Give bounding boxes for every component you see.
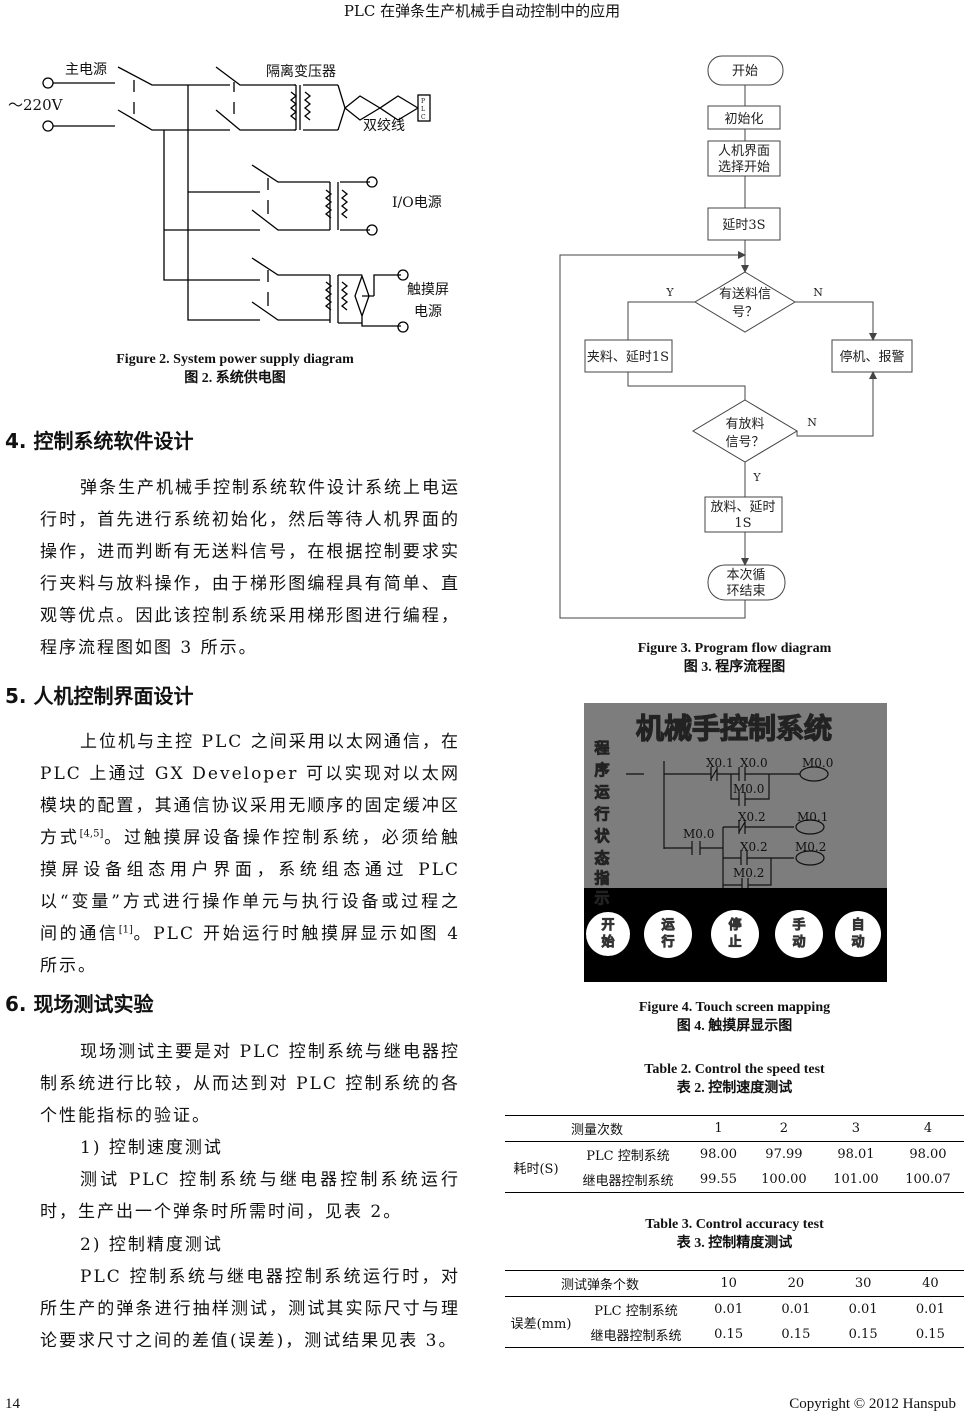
svg-text:X0.0: X0.0	[740, 756, 768, 770]
svg-text:手: 手	[792, 917, 805, 933]
svg-text:指: 指	[594, 869, 609, 887]
citation-4-5[interactable]: [4,5]	[79, 828, 104, 840]
svg-text:有送料信: 有送料信	[719, 287, 771, 302]
label-touch-power: 触摸屏	[407, 282, 449, 298]
svg-text:序: 序	[594, 761, 609, 779]
svg-text:运: 运	[661, 918, 674, 933]
svg-text:Y: Y	[752, 471, 761, 484]
svg-text:动: 动	[851, 935, 864, 950]
section-4-heading: 4. 控制系统软件设计	[5, 429, 194, 453]
page-number: 14	[5, 1396, 20, 1412]
run-button[interactable]	[644, 910, 692, 958]
subsection-speed-test: 1) 控制速度测试	[80, 1138, 223, 1158]
svg-text:X0.2: X0.2	[740, 840, 768, 854]
svg-text:自: 自	[851, 917, 864, 933]
svg-text:N: N	[807, 416, 817, 429]
figure-2-caption: Figure 2. System power supply diagram 图 …	[116, 352, 354, 386]
svg-text:M0.2: M0.2	[795, 840, 826, 854]
svg-text:有放料: 有放料	[725, 417, 764, 432]
svg-text:开始: 开始	[732, 64, 758, 79]
svg-text:止: 止	[728, 934, 741, 950]
svg-text:电源: 电源	[414, 304, 442, 320]
ladder-diagram	[626, 761, 829, 888]
power-supply-diagram: 主电源 ～220V 隔离变压器 双绞线 I/O电源 触摸屏 电源 P L C	[8, 62, 449, 333]
svg-text:C: C	[421, 114, 426, 121]
svg-text:M0.1: M0.1	[797, 810, 828, 824]
table-3-caption: Table 3. Control accuracy test 表 3. 控制精度…	[645, 1217, 824, 1251]
flow-hmi	[707, 140, 781, 177]
label-io-power: I/O电源	[392, 195, 442, 211]
flow-release	[704, 496, 783, 533]
section-6-paragraph: 现场测试主要是对 PLC 控制系统与继电器控制系统进行比较，从而达到对 PLC …	[40, 1042, 460, 1126]
table-2-caption: Table 2. Control the speed test 表 2. 控制速…	[644, 1062, 825, 1096]
accuracy-test-paragraph: PLC 控制系统与继电器控制系统运行时，对所生产的弹条进行抽样测试，测试其实际尺…	[40, 1267, 460, 1351]
svg-text:人机界面: 人机界面	[718, 144, 770, 159]
svg-text:N: N	[813, 286, 823, 299]
svg-text:态: 态	[594, 849, 609, 867]
section-5-paragraph: 上位机与主控 PLC 之间采用以太网通信，在 PLC 上通过 GX Develo…	[40, 732, 461, 976]
svg-text:行: 行	[593, 805, 609, 823]
svg-text:始: 始	[601, 934, 614, 950]
label-main-power: 主电源	[65, 62, 107, 78]
section-5-heading: 5. 人机控制界面设计	[5, 684, 194, 708]
svg-text:状: 状	[594, 827, 610, 845]
svg-text:本次循: 本次循	[726, 567, 765, 583]
program-flow-diagram: 开始 初始化 人机界面 选择开始 延时3S 有送料信 号？ 夹料、延时1S 停机…	[559, 55, 913, 619]
svg-text:停: 停	[728, 917, 741, 933]
svg-text:初始化: 初始化	[724, 112, 763, 127]
flow-init	[707, 105, 781, 130]
stop-button[interactable]	[711, 910, 759, 958]
svg-text:1S: 1S	[734, 516, 751, 531]
svg-text:M0.0: M0.0	[733, 782, 764, 796]
subsection-accuracy-test: 2) 控制精度测试	[80, 1235, 223, 1255]
start-button[interactable]	[586, 912, 630, 956]
citation-1[interactable]: [1]	[118, 924, 133, 936]
screen-title: 机械手控制系统	[636, 712, 832, 745]
figure-4-caption: Figure 4. Touch screen mapping 图 4. 触摸屏显…	[638, 1000, 831, 1034]
svg-text:Y: Y	[665, 286, 674, 299]
touch-screen-mapping: 机械手控制系统 程 序 运 行 状 态 指 示 X0.1 X0.0 M0.0 M…	[584, 703, 887, 982]
svg-text:停机、报警: 停机、报警	[839, 349, 904, 365]
svg-text:X0.1: X0.1	[706, 756, 734, 770]
label-twisted-pair: 双绞线	[363, 117, 405, 134]
figure-3-caption: Figure 3. Program flow diagram 图 3. 程序流程…	[637, 641, 832, 675]
flow-feed-decision	[694, 271, 796, 333]
svg-text:放料、延时: 放料、延时	[710, 500, 775, 515]
svg-text:延时3S: 延时3S	[722, 218, 765, 233]
svg-text:开: 开	[601, 918, 614, 933]
svg-text:M0.0: M0.0	[683, 827, 714, 841]
svg-text:行: 行	[660, 934, 674, 950]
label-220v: ～220V	[8, 96, 64, 114]
svg-text:运: 运	[594, 783, 609, 801]
running-header: PLC 在弹条生产机械手自动控制中的应用	[343, 2, 621, 20]
svg-text:M0.0: M0.0	[802, 756, 833, 770]
manual-button[interactable]	[775, 910, 823, 958]
svg-text:动: 动	[792, 935, 805, 950]
svg-text:选择开始: 选择开始	[718, 160, 770, 175]
svg-text:信号？: 信号？	[725, 435, 764, 450]
svg-text:程: 程	[594, 739, 609, 757]
svg-text:M0.2: M0.2	[733, 866, 764, 880]
flow-delay3	[707, 207, 781, 241]
speed-test-paragraph: 测试 PLC 控制系统与继电器控制系统运行时，生产出一个弹条时所需时间，见表 2…	[40, 1170, 460, 1222]
label-isolation-transformer: 隔离变压器	[266, 63, 336, 80]
auto-button[interactable]	[835, 911, 881, 957]
svg-text:示: 示	[594, 889, 609, 907]
copyright: Copyright © 2012 Hanspub	[789, 1396, 956, 1412]
svg-text:L: L	[421, 106, 425, 113]
svg-text:环结束: 环结束	[726, 584, 765, 599]
section-6-heading: 6. 现场测试实验	[5, 992, 154, 1016]
svg-text:X0.2: X0.2	[738, 810, 766, 824]
svg-text:P: P	[421, 98, 425, 105]
section-4-paragraph: 弹条生产机械手控制系统软件设计系统上电运行时，首先进行系统初始化，然后等待人机界…	[40, 478, 460, 658]
svg-text:夹料、延时1S: 夹料、延时1S	[587, 350, 669, 365]
svg-text:号？: 号？	[732, 305, 758, 320]
